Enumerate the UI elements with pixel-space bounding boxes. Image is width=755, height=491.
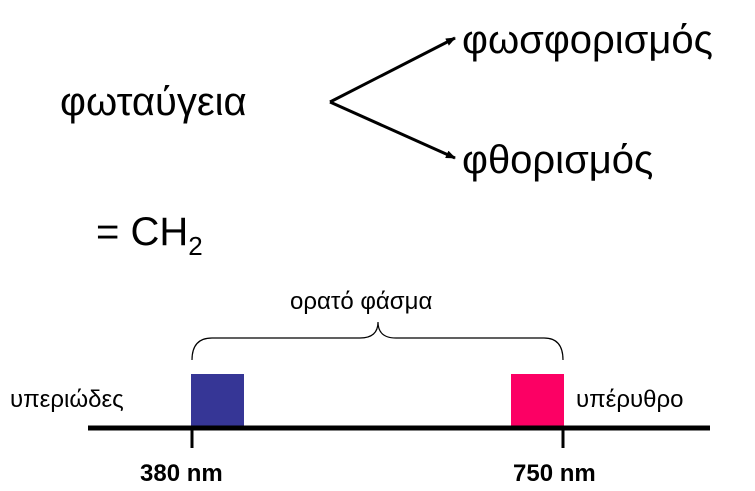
visible-spectrum-label: ορατό φάσμα [290, 288, 433, 315]
arrow-to-phosphorescence [329, 36, 456, 104]
infrared-label: υπέρυθρο [576, 386, 684, 413]
formula-prefix: = CH [96, 210, 189, 254]
formula-subscript: 2 [188, 231, 203, 261]
wavelength-380-label: 380 nm [140, 460, 223, 487]
violet-block [191, 374, 244, 428]
phosphorescence-label: φωσφορισμός [462, 18, 713, 62]
ultraviolet-label: υπεριώδες [10, 386, 124, 413]
formula: = CH2 [96, 210, 203, 259]
luminescence-label: φωταύγεια [60, 80, 247, 124]
fluorescence-label: φθορισμός [462, 138, 654, 182]
red-block [511, 374, 564, 428]
visible-spectrum-brace [191, 321, 564, 361]
wavelength-750-label: 750 nm [513, 460, 596, 487]
arrow-to-fluorescence [329, 100, 456, 160]
